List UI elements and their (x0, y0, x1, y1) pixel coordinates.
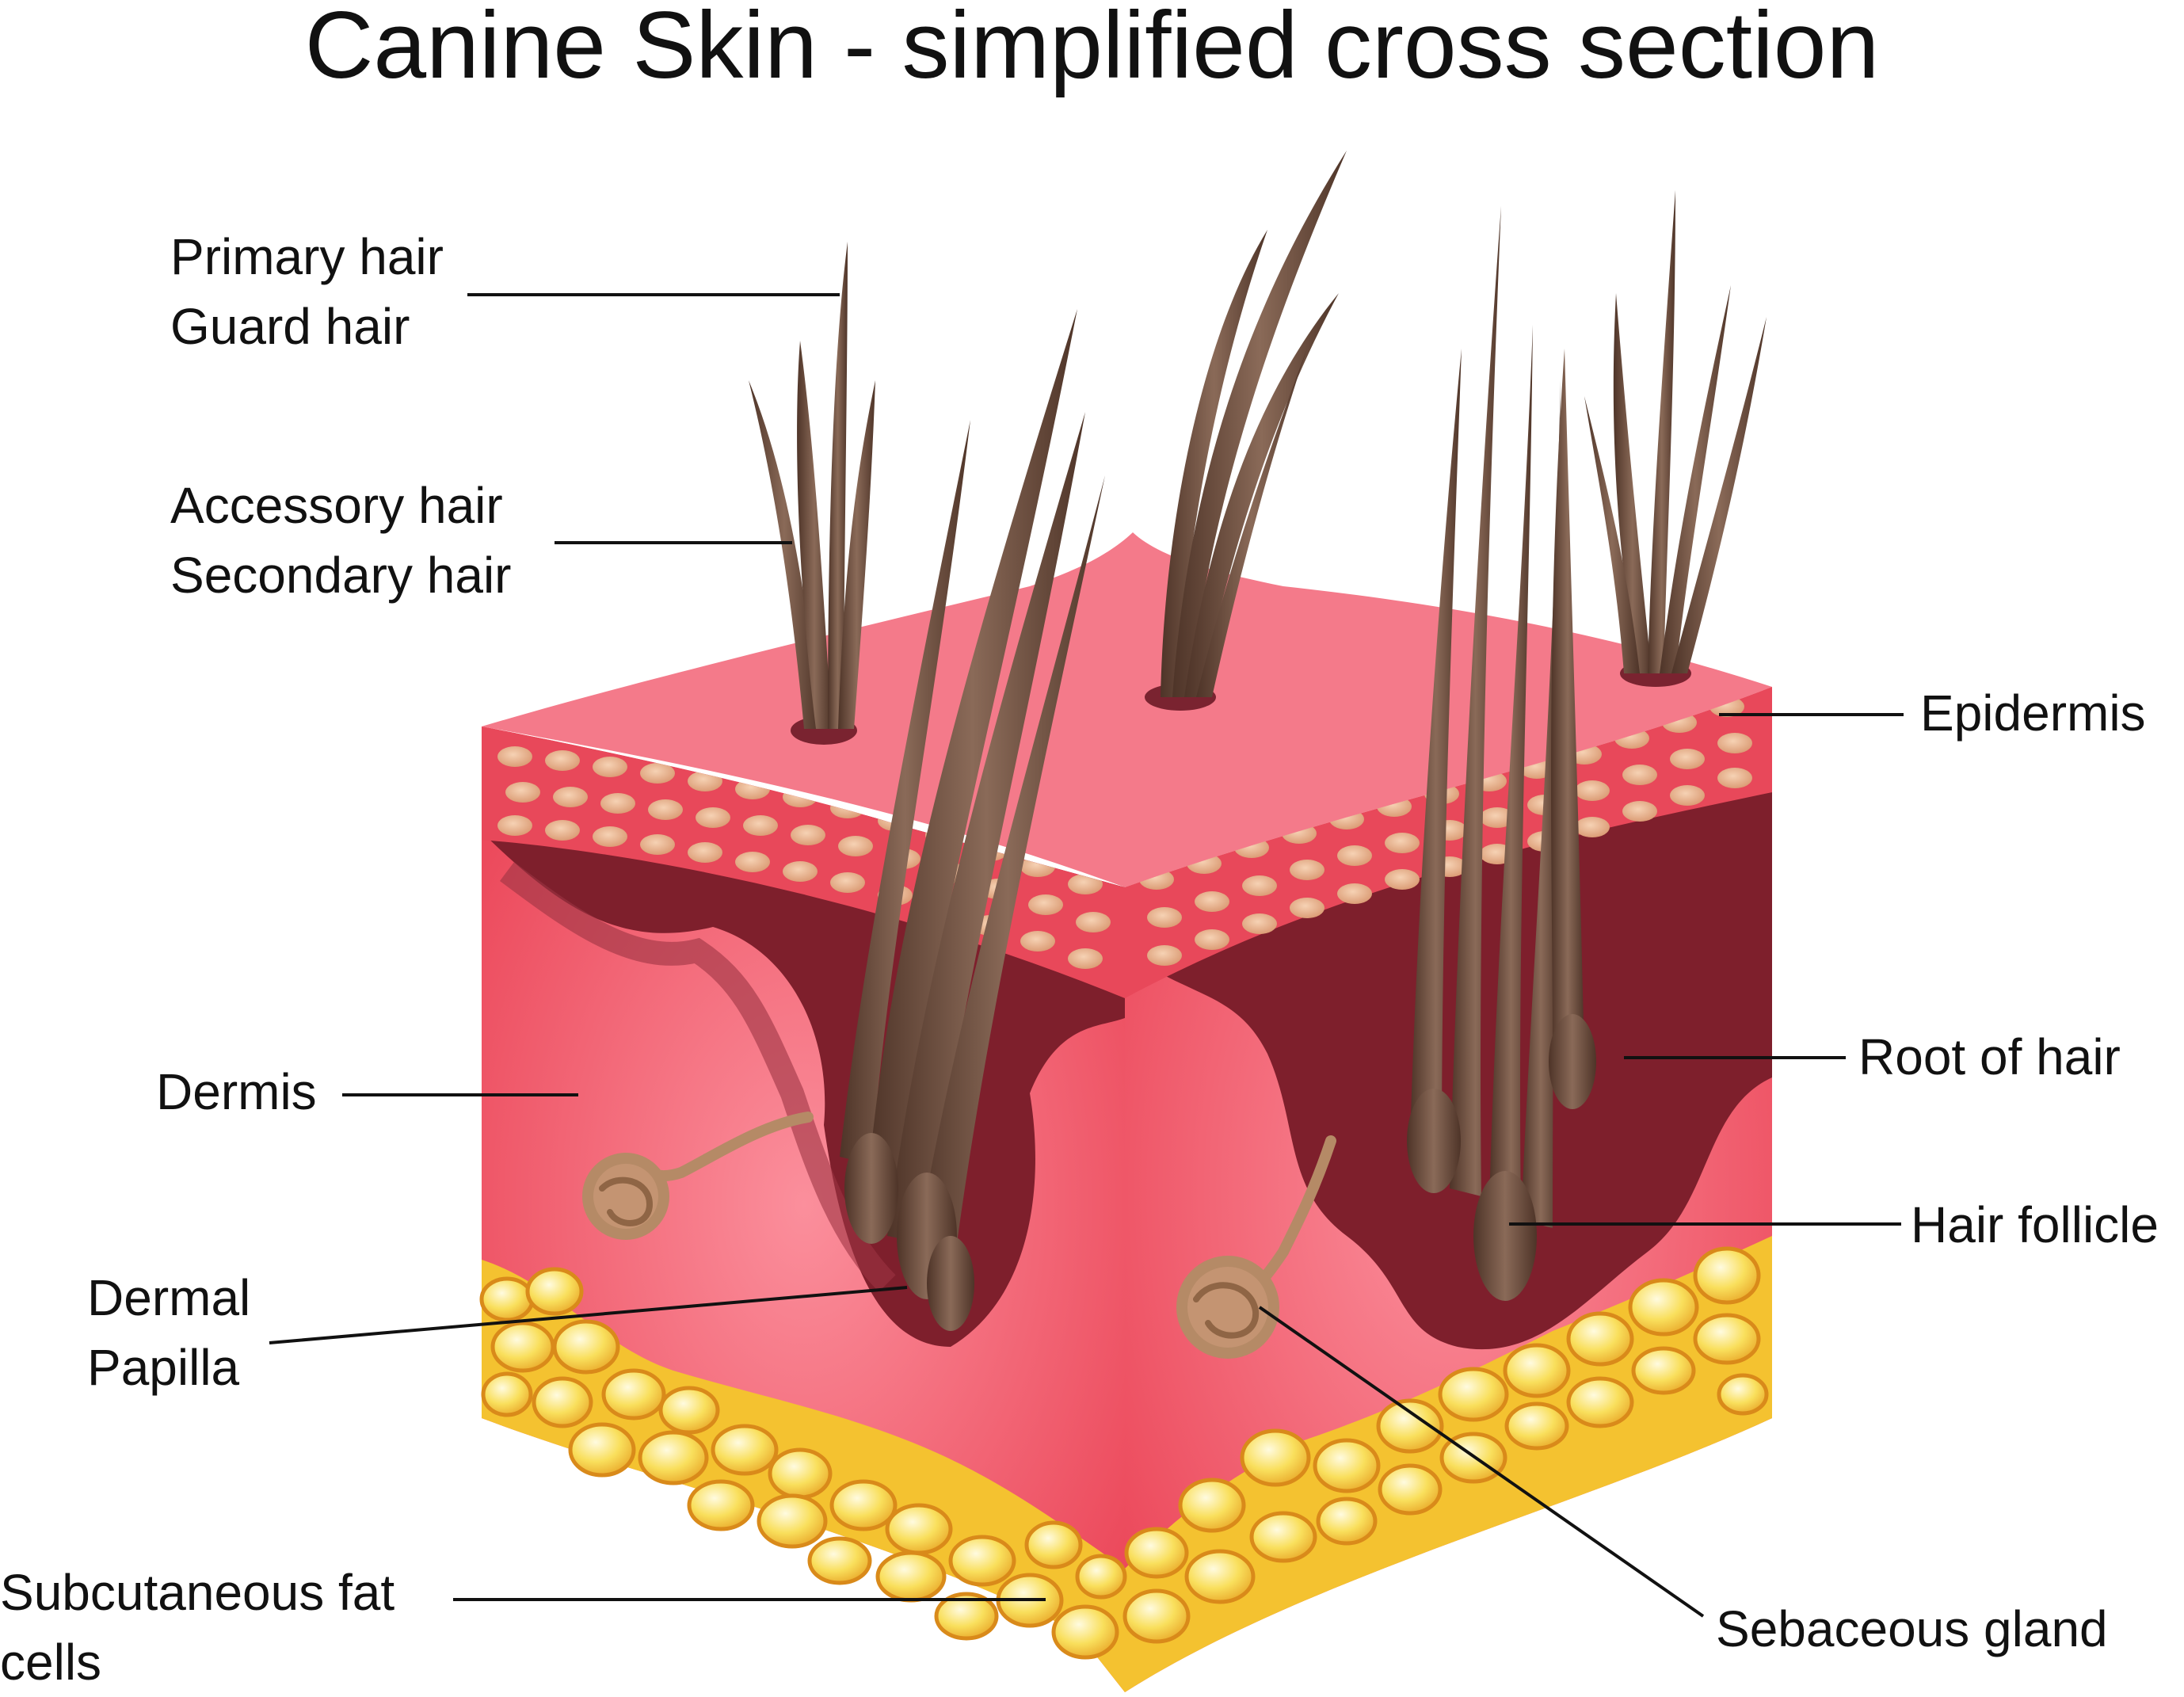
label-primary-hair-line1: Primary hair (170, 228, 444, 285)
hair-group (749, 151, 1767, 1331)
label-hair-follicle-text: Hair follicle (1911, 1196, 2159, 1253)
label-subcutaneous-fat-line1: Subcutaneous fat (0, 1564, 395, 1621)
label-hair-follicle: Hair follicle (1911, 1190, 2159, 1260)
leader-sebaceous-gland (1258, 1306, 1705, 1618)
label-dermal-papilla-line1: Dermal (87, 1269, 251, 1326)
label-dermal-papilla-line2: Papilla (87, 1339, 240, 1396)
label-subcutaneous-fat-line2: cells (0, 1634, 102, 1691)
page-title: Canine Skin - simplified cross section (304, 0, 1880, 98)
label-dermis-text: Dermis (156, 1063, 317, 1120)
label-accessory-hair: Accessory hair Secondary hair (170, 471, 511, 610)
sebaceous-gland-left (582, 1112, 814, 1240)
label-sebaceous-gland-text: Sebaceous gland (1716, 1600, 2108, 1657)
label-accessory-hair-line2: Secondary hair (170, 547, 512, 604)
label-dermis: Dermis (156, 1057, 317, 1127)
label-primary-hair: Primary hair Guard hair (170, 222, 444, 361)
leader-dermal-papilla (269, 1286, 908, 1344)
label-root-of-hair-text: Root of hair (1858, 1028, 2121, 1085)
label-subcutaneous-fat: Subcutaneous fat cells (0, 1558, 394, 1697)
label-epidermis-text: Epidermis (1920, 685, 2146, 742)
label-sebaceous-gland: Sebaceous gland (1716, 1594, 2108, 1664)
label-root-of-hair: Root of hair (1858, 1022, 2121, 1092)
label-dermal-papilla: Dermal Papilla (87, 1263, 250, 1402)
label-epidermis: Epidermis (1920, 678, 2146, 748)
sebaceous-gland-right (1176, 1135, 1336, 1359)
label-primary-hair-line2: Guard hair (170, 298, 410, 355)
label-accessory-hair-line1: Accessory hair (170, 477, 503, 534)
